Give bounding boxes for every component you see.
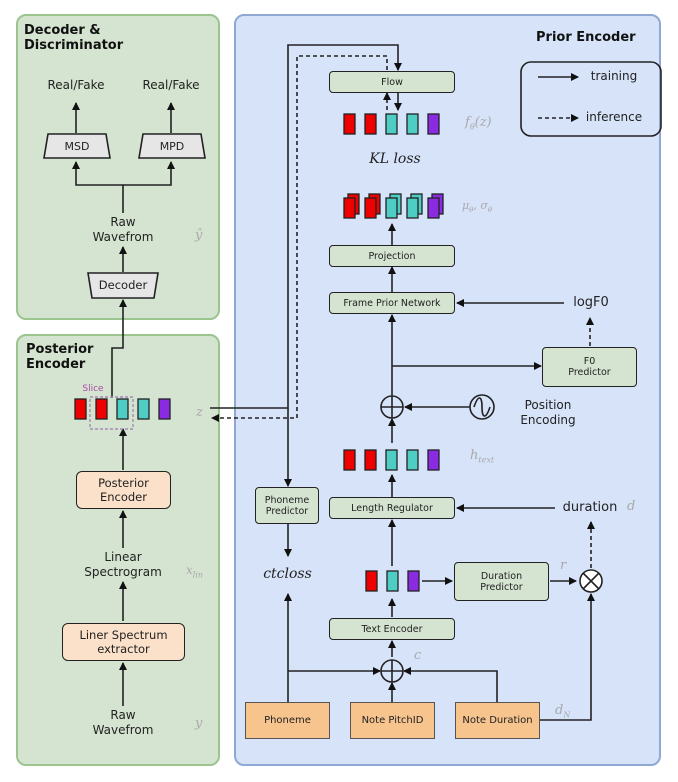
decoder-shape	[87, 272, 159, 299]
prior-encoder-title: Prior Encoder	[536, 30, 636, 45]
f0-predictor-box: F0 Predictor	[542, 347, 637, 387]
slice-box	[89, 396, 134, 430]
decoder-discriminator-title: Decoder & Discriminator	[24, 23, 124, 53]
ctcloss-label: ctcloss	[263, 566, 312, 582]
mu-sigma-symbol: μθ, σθ	[462, 199, 493, 215]
msd-label: MSD	[64, 140, 90, 153]
arrow-noteduration-sum	[403, 667, 498, 702]
x-lin-symbol: xlin	[186, 563, 204, 580]
text-encoder-box: Text Encoder	[329, 618, 455, 640]
h-text-token	[406, 449, 419, 471]
d-symbol: d	[627, 499, 636, 514]
arrow-z-to-flow-training	[210, 44, 402, 409]
arrow-flow-to-z-inference	[211, 55, 388, 422]
flow-box: Flow	[329, 71, 455, 93]
mpd-label: MPD	[159, 140, 185, 153]
projection-box: Projection	[329, 245, 455, 267]
mu-sigma-token	[385, 197, 398, 219]
posterior-z-token	[116, 398, 129, 420]
f-theta-token	[385, 113, 398, 135]
r-symbol: r	[560, 558, 567, 573]
h-text-symbol: htext	[470, 448, 495, 465]
arrow-wave-to-msd	[72, 161, 124, 213]
f-theta-token	[364, 113, 377, 135]
length-regulator-box: Length Regulator	[329, 497, 455, 519]
linear-spectrogram-label: Linear Spectrogram	[84, 550, 162, 579]
text-encoder-token	[407, 570, 420, 592]
h-text-token	[364, 449, 377, 471]
f-theta-z-symbol: fθ(z)	[465, 115, 492, 132]
posterior-z-token	[137, 398, 150, 420]
sine-wave-icon	[469, 394, 495, 420]
duration-predictor-box: Duration Predictor	[454, 562, 549, 601]
f-theta-token	[427, 113, 440, 135]
liner-spectrum-extractor-box: Liner Spectrum extractor	[62, 623, 185, 661]
arrow-wave-to-mpd	[123, 161, 175, 186]
text-encoder-token	[365, 570, 378, 592]
posterior-encoder-title: Posterior Encoder	[26, 342, 94, 372]
f-theta-token	[406, 113, 419, 135]
arrow-noteduration-mult	[540, 593, 595, 721]
decoder-discriminator-panel	[16, 14, 220, 320]
phoneme-predictor-box: Phoneme Predictor	[255, 487, 319, 524]
h-text-token	[343, 449, 356, 471]
frame-prior-network-box: Frame Prior Network	[329, 292, 455, 314]
arrow-slice-decoder	[111, 299, 127, 398]
decoder-label: Decoder	[98, 278, 148, 292]
mpd-shape	[138, 133, 206, 159]
position-encoding-label: Position Encoding	[520, 398, 576, 427]
realfake-mpd-label: Real/Fake	[142, 78, 200, 92]
posterior-encoder-box: Posterior Encoder	[76, 471, 171, 509]
note-duration-input-box: Note Duration	[455, 702, 540, 739]
posterior-z-token	[74, 398, 87, 420]
y-hat-symbol: ŷ	[195, 228, 203, 243]
d-n-symbol: dN	[555, 703, 571, 720]
y-symbol: y	[195, 716, 203, 731]
mu-sigma-token	[364, 197, 377, 219]
mu-sigma-token	[427, 197, 440, 219]
duration-label: duration	[562, 500, 618, 515]
posterior-z-token	[158, 398, 171, 420]
mu-sigma-token	[406, 197, 419, 219]
prior-encoder-panel	[234, 14, 661, 766]
legend-training-label: training	[590, 69, 638, 83]
legend-inference-label: inference	[585, 110, 643, 124]
kl-loss-label: KL loss	[369, 151, 421, 167]
text-encoder-token	[386, 570, 399, 592]
z-symbol: z	[196, 405, 203, 420]
f-theta-token	[343, 113, 356, 135]
legend-box	[520, 61, 662, 137]
posterior-z-token	[95, 398, 108, 420]
mu-sigma-token	[343, 197, 356, 219]
c-symbol: c	[414, 648, 422, 663]
raw-waveform-output-label: Raw Wavefrom	[92, 215, 154, 244]
realfake-msd-label: Real/Fake	[47, 78, 105, 92]
h-text-token	[385, 449, 398, 471]
raw-waveform-input-label: Raw Wavefrom	[92, 708, 154, 737]
logf0-label: logF0	[573, 295, 609, 310]
msd-shape	[43, 133, 111, 159]
h-text-token	[427, 449, 440, 471]
note-pitchid-input-box: Note PitchID	[350, 702, 435, 739]
slice-label: Slice	[82, 384, 104, 394]
phoneme-input-box: Phoneme	[245, 702, 330, 739]
